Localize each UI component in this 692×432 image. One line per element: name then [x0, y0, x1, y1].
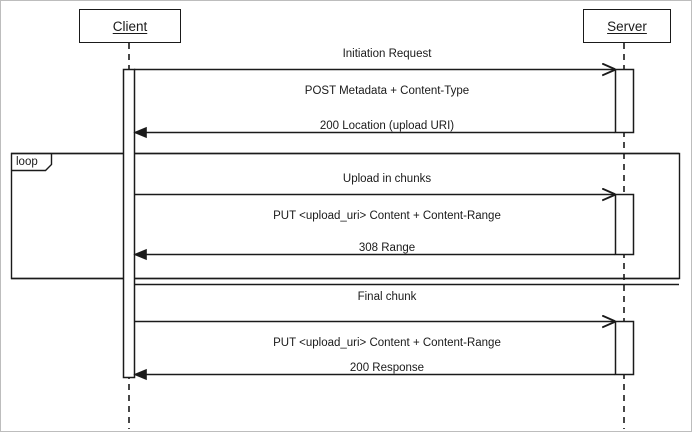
- msg-post-metadata-label: POST Metadata + Content-Type: [304, 85, 470, 97]
- participant-box-server[interactable]: Server: [583, 9, 671, 43]
- activation-bar-server-1: [614, 68, 635, 134]
- activation-bar-server-2: [614, 193, 635, 256]
- fragment-operator-label: loop: [16, 156, 38, 168]
- group-caption-loop-chunk: Upload in chunks: [342, 173, 432, 185]
- activation-bar-client-0: [122, 68, 136, 379]
- msg-308-range-label: 308 Range: [358, 242, 416, 254]
- msg-200-location-label: 200 Location (upload URI): [319, 120, 455, 132]
- fragment-tab-loop: [11, 153, 53, 172]
- participant-box-client[interactable]: Client: [79, 9, 181, 43]
- group-caption-final: Final chunk: [357, 291, 417, 303]
- messages-group: [133, 70, 615, 381]
- group-caption-initiation: Initiation Request: [342, 48, 432, 60]
- msg-200-response-label: 200 Response: [349, 362, 425, 374]
- activations-group: [122, 68, 635, 379]
- participant-label-server: Server: [607, 18, 647, 34]
- msg-put-chunk-label: PUT <upload_uri> Content + Content-Range: [273, 210, 501, 222]
- participant-label-client: Client: [112, 18, 148, 34]
- activation-bar-server-3: [614, 320, 635, 376]
- separators-group: [11, 152, 679, 286]
- msg-put-final-chunk-label: PUT <upload_uri> Content + Content-Range: [273, 337, 501, 349]
